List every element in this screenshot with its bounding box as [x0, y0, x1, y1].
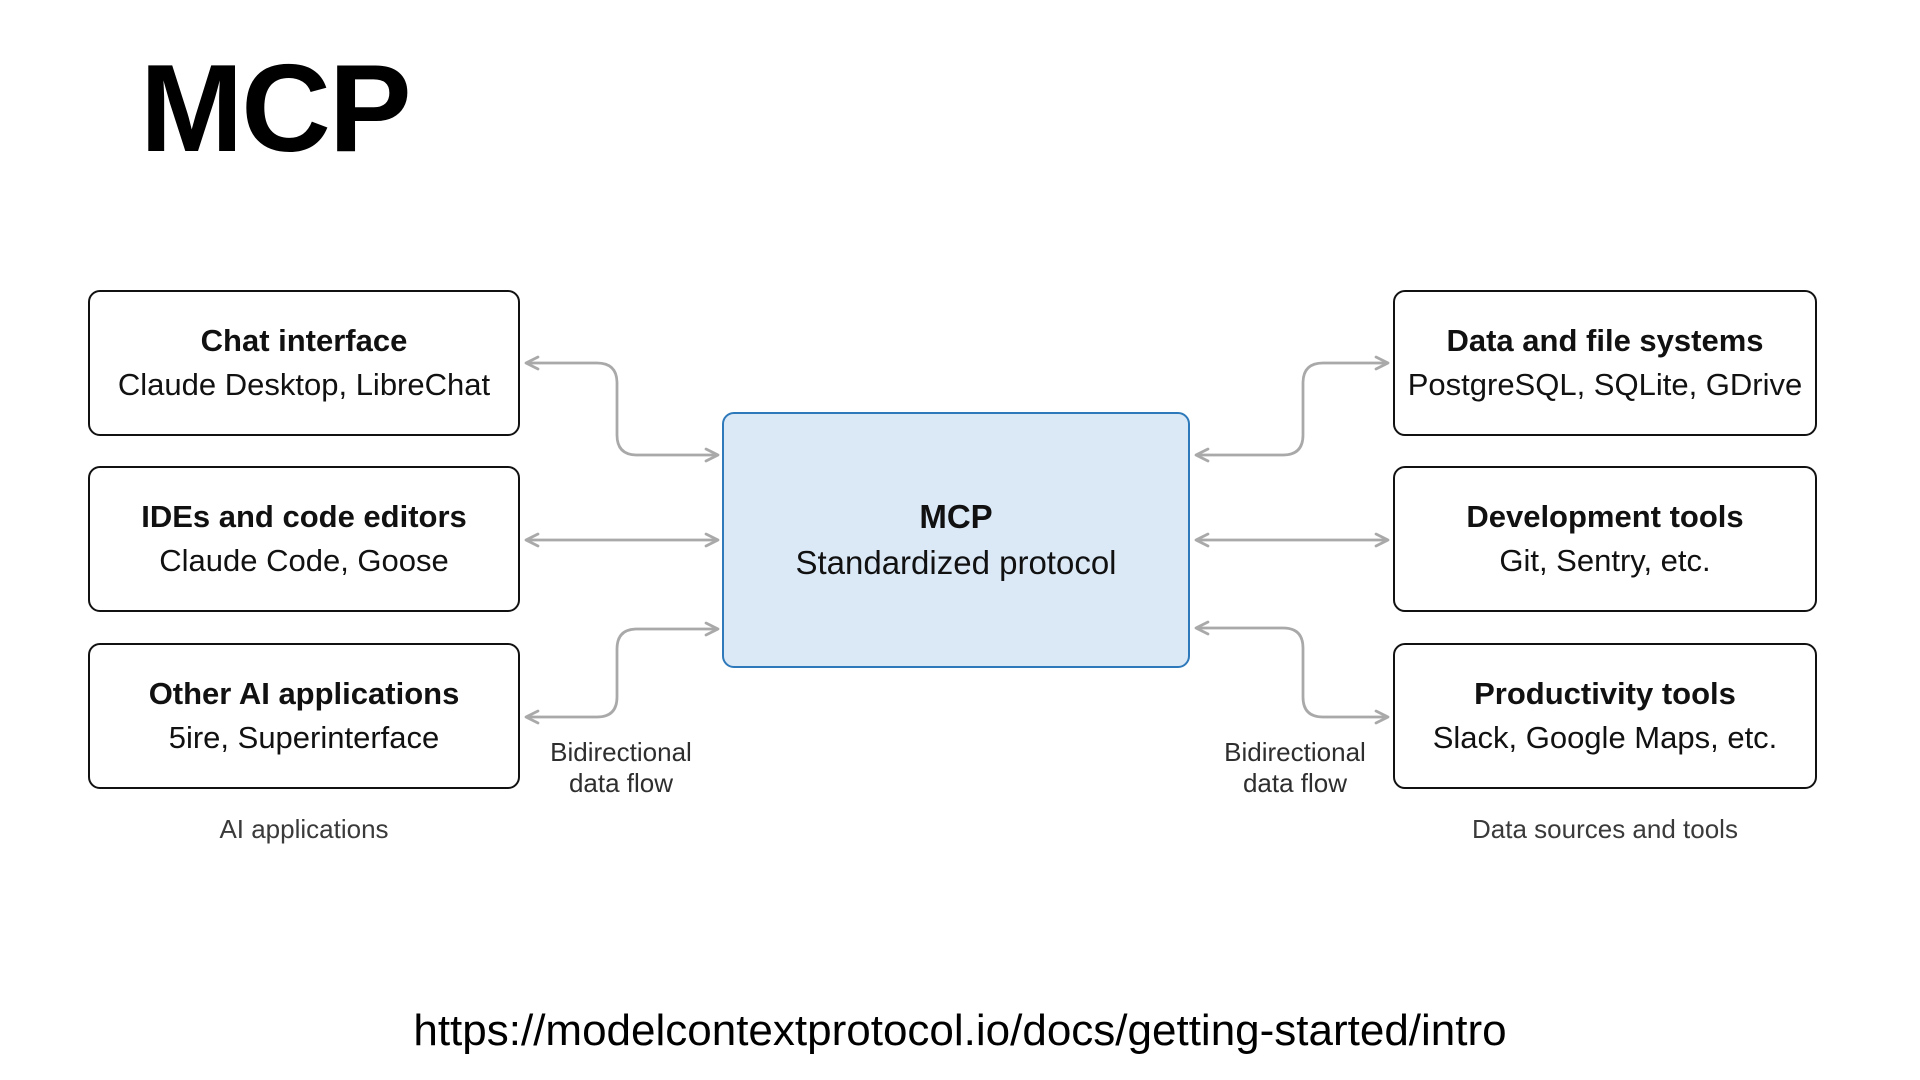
- node-subtitle: Standardized protocol: [795, 544, 1117, 581]
- node-title: Productivity tools: [1474, 676, 1736, 711]
- node-title: IDEs and code editors: [141, 499, 467, 534]
- node-ides-editors: IDEs and code editors Claude Code, Goose: [88, 466, 520, 612]
- node-subtitle: 5ire, Superinterface: [168, 720, 440, 755]
- node-data-file-systems: Data and file systems PostgreSQL, SQLite…: [1393, 290, 1817, 436]
- node-title: MCP: [919, 498, 993, 535]
- arrow-chat-mcp: [524, 355, 720, 463]
- flow-label-right: Bidirectional data flow: [1224, 737, 1366, 798]
- arrow-mcp-datafiles: [1194, 355, 1390, 463]
- node-chat-interface: Chat interface Claude Desktop, LibreChat: [88, 290, 520, 436]
- node-subtitle: Claude Code, Goose: [159, 543, 449, 578]
- node-title: Data and file systems: [1446, 323, 1764, 358]
- node-subtitle: Slack, Google Maps, etc.: [1432, 720, 1778, 755]
- caption-data-sources: Data sources and tools: [1472, 814, 1738, 844]
- node-title: Development tools: [1466, 499, 1744, 534]
- flow-label-left: Bidirectional data flow: [550, 737, 692, 798]
- arrow-otherai-mcp: [524, 621, 720, 725]
- node-title: Other AI applications: [148, 676, 460, 711]
- node-subtitle: Claude Desktop, LibreChat: [117, 367, 491, 402]
- node-mcp-protocol: MCP Standardized protocol: [722, 412, 1190, 668]
- caption-ai-applications: AI applications: [219, 814, 389, 844]
- arrow-mcp-productivity: [1194, 620, 1390, 725]
- node-other-ai-apps: Other AI applications 5ire, Superinterfa…: [88, 643, 520, 789]
- node-subtitle: PostgreSQL, SQLite, GDrive: [1407, 367, 1803, 402]
- footer-url: https://modelcontextprotocol.io/docs/get…: [413, 1006, 1507, 1055]
- node-development-tools: Development tools Git, Sentry, etc.: [1393, 466, 1817, 612]
- page-title: MCP: [140, 40, 412, 178]
- node-subtitle: Git, Sentry, etc.: [1499, 543, 1711, 578]
- node-title: Chat interface: [200, 323, 408, 358]
- node-productivity-tools: Productivity tools Slack, Google Maps, e…: [1393, 643, 1817, 789]
